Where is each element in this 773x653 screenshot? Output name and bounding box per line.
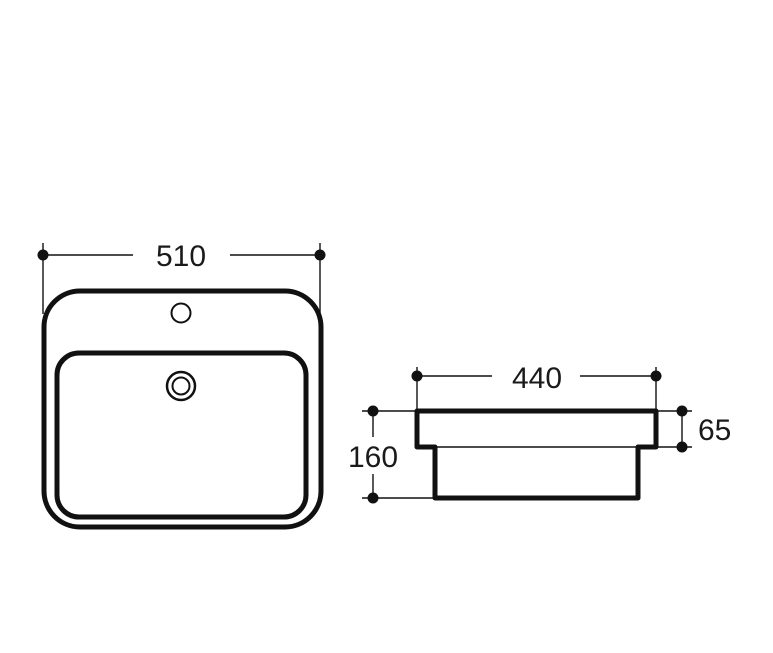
dimension-label-160: 160 [348,441,398,474]
top-view: 510 [37,240,326,530]
drain-inner-icon [171,376,191,396]
dimension-dot [676,405,688,417]
dimension-dot [367,492,379,504]
basin-side-profile [414,408,659,501]
dimension-dot [676,441,688,453]
basin-bowl-outline [54,350,309,520]
drain-outer-icon [165,370,197,402]
tap-hole-icon [170,302,192,324]
dimension-dot [411,370,423,382]
dimension-label-440: 440 [512,362,562,395]
dimension-rim-height: 65 [656,405,731,453]
dimension-dot [367,405,379,417]
dimension-dot [37,249,49,261]
dimension-label-65: 65 [698,414,731,447]
dimension-dot [314,249,326,261]
dimension-total-height: 160 [348,405,435,504]
side-view: 440 160 65 [348,362,731,504]
dimension-top-width: 510 [37,240,326,314]
dimension-label-510: 510 [156,240,206,273]
dimension-dot [650,370,662,382]
dimension-side-width: 440 [411,362,662,411]
basin-outer-outline [41,288,324,530]
